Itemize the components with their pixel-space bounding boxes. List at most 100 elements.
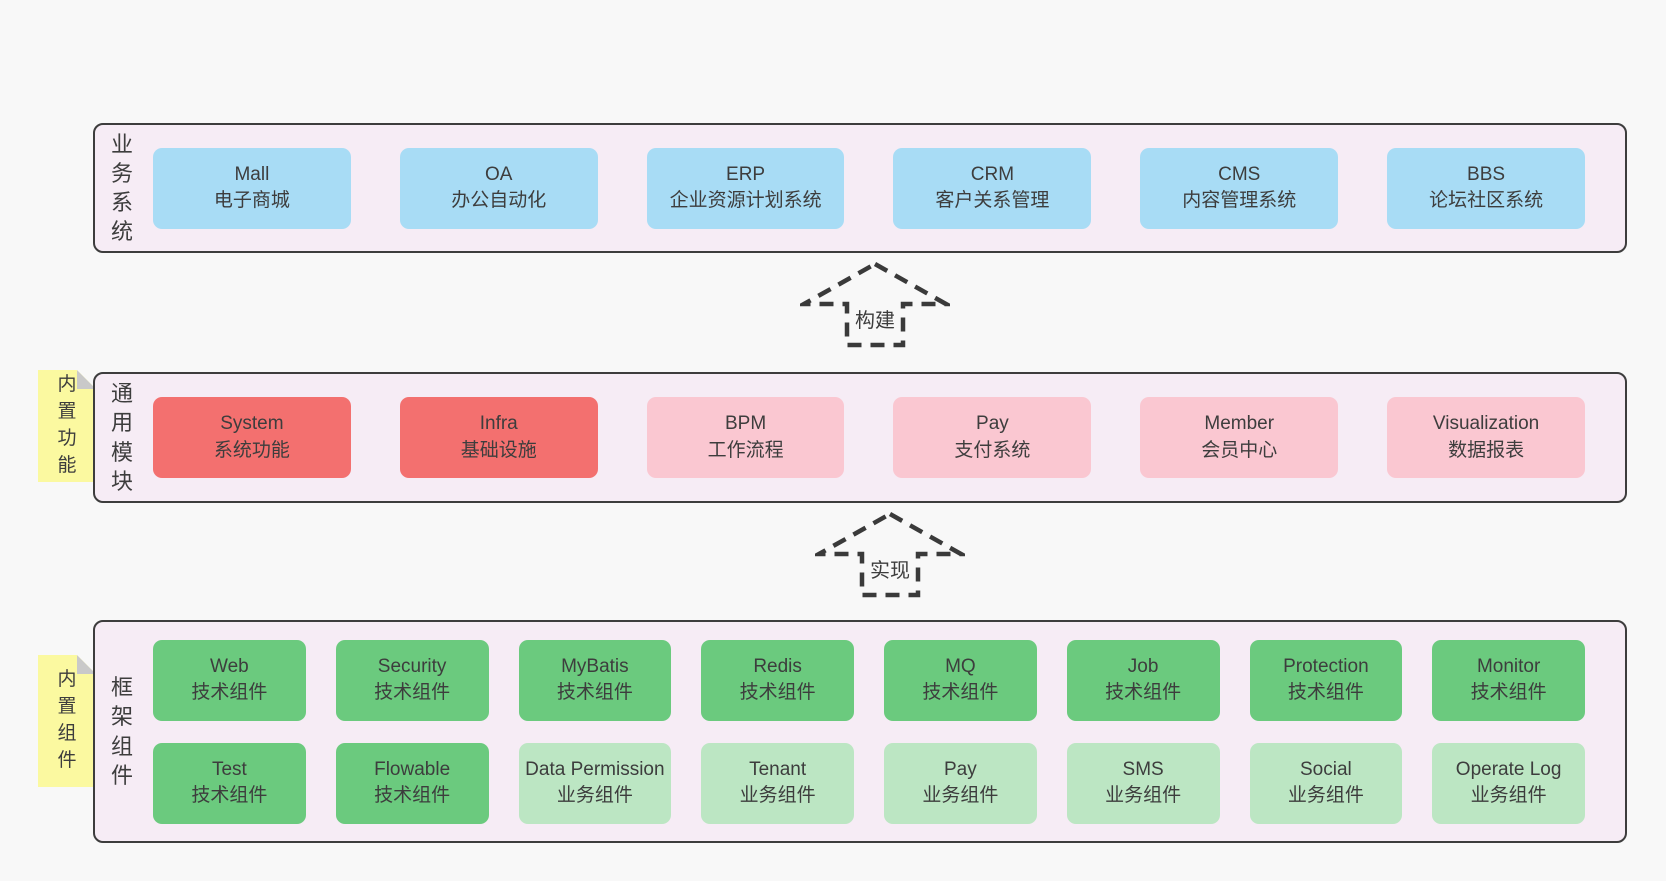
box-title: Security	[377, 655, 447, 677]
box-title: CRM	[970, 163, 1015, 185]
box-title: Pay	[976, 413, 1009, 435]
component-box-security: Security 技术组件	[335, 639, 489, 721]
box-subtitle: 技术组件	[374, 682, 451, 703]
box-subtitle: 技术组件	[556, 682, 633, 703]
box-title: SMS	[1122, 758, 1164, 780]
box-title: MQ	[945, 655, 976, 677]
box-subtitle: 技术组件	[191, 682, 268, 703]
box-grid-modules: System 系统功能 Infra 基础设施 BPM 工作流程 Pay 支付系统 Member 会…	[153, 397, 1585, 478]
box-subtitle: 业务组件	[1105, 785, 1182, 806]
box-subtitle: 数据报表	[1448, 439, 1525, 461]
sticky-note-label: 内置组件	[57, 669, 77, 771]
box-title: System	[220, 413, 284, 435]
box-title: Visualization	[1432, 413, 1540, 435]
box-subtitle: 内容管理系统	[1182, 190, 1297, 211]
box-subtitle: 工作流程	[707, 439, 784, 461]
arrow-build: 构建	[800, 260, 950, 348]
box-title: Social	[1300, 758, 1352, 780]
component-box-pay: Pay 支付系统	[893, 397, 1092, 478]
box-subtitle: 业务组件	[739, 785, 816, 806]
panel-title-common-modules: 通用模块	[95, 374, 149, 501]
box-title: Data Permission	[525, 758, 665, 780]
box-subtitle: 会员中心	[1201, 439, 1278, 461]
box-subtitle: 企业资源计划系统	[669, 190, 822, 211]
box-title: Mall	[234, 163, 270, 185]
box-subtitle: 技术组件	[191, 785, 268, 806]
box-subtitle: 基础设施	[460, 439, 537, 461]
sticky-note-builtin-components: 内置组件	[38, 655, 96, 787]
sticky-note-builtin-features: 内置功能	[38, 370, 96, 482]
box-subtitle: 技术组件	[1105, 682, 1182, 703]
panel-title-text: 通用模块	[110, 381, 133, 494]
box-title: BPM	[724, 413, 767, 435]
component-box-monitor: Monitor 技术组件	[1432, 639, 1585, 721]
component-box-system: System 系统功能	[153, 397, 351, 478]
box-title: Flowable	[374, 758, 451, 780]
panel-common-modules: 通用模块 System 系统功能 Infra 基础设施 BPM 工作流程 Pay 支付系统 Me…	[93, 372, 1627, 503]
component-box-bpm: BPM 工作流程	[646, 397, 845, 478]
box-title: Tenant	[749, 758, 807, 780]
box-subtitle: 客户关系管理	[935, 190, 1050, 211]
box-subtitle: 系统功能	[213, 439, 290, 461]
box-area: System 系统功能 Infra 基础设施 BPM 工作流程 Pay 支付系统 Member 会…	[149, 374, 1625, 501]
component-box-cms: CMS 内容管理系统	[1140, 147, 1339, 229]
box-title: Web	[210, 655, 249, 677]
box-subtitle: 业务组件	[1470, 785, 1547, 806]
box-subtitle: 技术组件	[374, 785, 451, 806]
panel-title-text: 框架组件	[110, 675, 133, 788]
box-subtitle: 支付系统	[954, 439, 1031, 461]
box-title: CMS	[1218, 163, 1261, 185]
panel-title-framework-components: 框架组件	[95, 622, 149, 841]
component-box-flowable: Flowable 技术组件	[335, 742, 489, 824]
component-box-tenant: Tenant 业务组件	[701, 742, 854, 824]
component-box-test: Test 技术组件	[153, 742, 306, 824]
folded-corner-icon	[77, 655, 96, 674]
component-box-crm: CRM 客户关系管理	[893, 147, 1092, 229]
box-subtitle: 技术组件	[1470, 682, 1547, 703]
arrow-label: 构建	[852, 304, 898, 333]
box-title: Redis	[753, 655, 802, 677]
box-subtitle: 技术组件	[1287, 682, 1364, 703]
component-box-infra: Infra 基础设施	[399, 397, 598, 478]
box-title: ERP	[726, 163, 766, 185]
component-box-data-permission: Data Permission 业务组件	[518, 742, 672, 824]
sticky-note-label: 内置功能	[57, 374, 77, 476]
box-subtitle: 电子商城	[213, 190, 290, 211]
component-box-job: Job 技术组件	[1066, 639, 1220, 721]
arrow-implement: 实现	[815, 510, 965, 598]
box-title: Monitor	[1476, 655, 1541, 677]
box-subtitle: 业务组件	[556, 785, 633, 806]
box-subtitle: 技术组件	[739, 682, 816, 703]
component-box-visualization: Visualization 数据报表	[1387, 397, 1585, 478]
block-arrow-up-icon	[800, 261, 950, 348]
box-title: Infra	[479, 413, 518, 435]
component-box-member: Member 会员中心	[1140, 397, 1339, 478]
panel-title-text: 业务系统	[110, 131, 133, 245]
arrow-label: 实现	[867, 554, 913, 583]
box-subtitle: 业务组件	[922, 785, 999, 806]
block-arrow-up-icon	[815, 511, 965, 598]
box-title: Protection	[1283, 655, 1369, 677]
component-box-mall: Mall 电子商城	[153, 147, 351, 229]
component-box-erp: ERP 企业资源计划系统	[646, 147, 845, 229]
box-title: Job	[1127, 655, 1159, 677]
box-title: Test	[211, 758, 247, 780]
box-subtitle: 办公自动化	[451, 190, 547, 211]
component-box-redis: Redis 技术组件	[701, 639, 854, 721]
box-title: Member	[1204, 413, 1275, 435]
